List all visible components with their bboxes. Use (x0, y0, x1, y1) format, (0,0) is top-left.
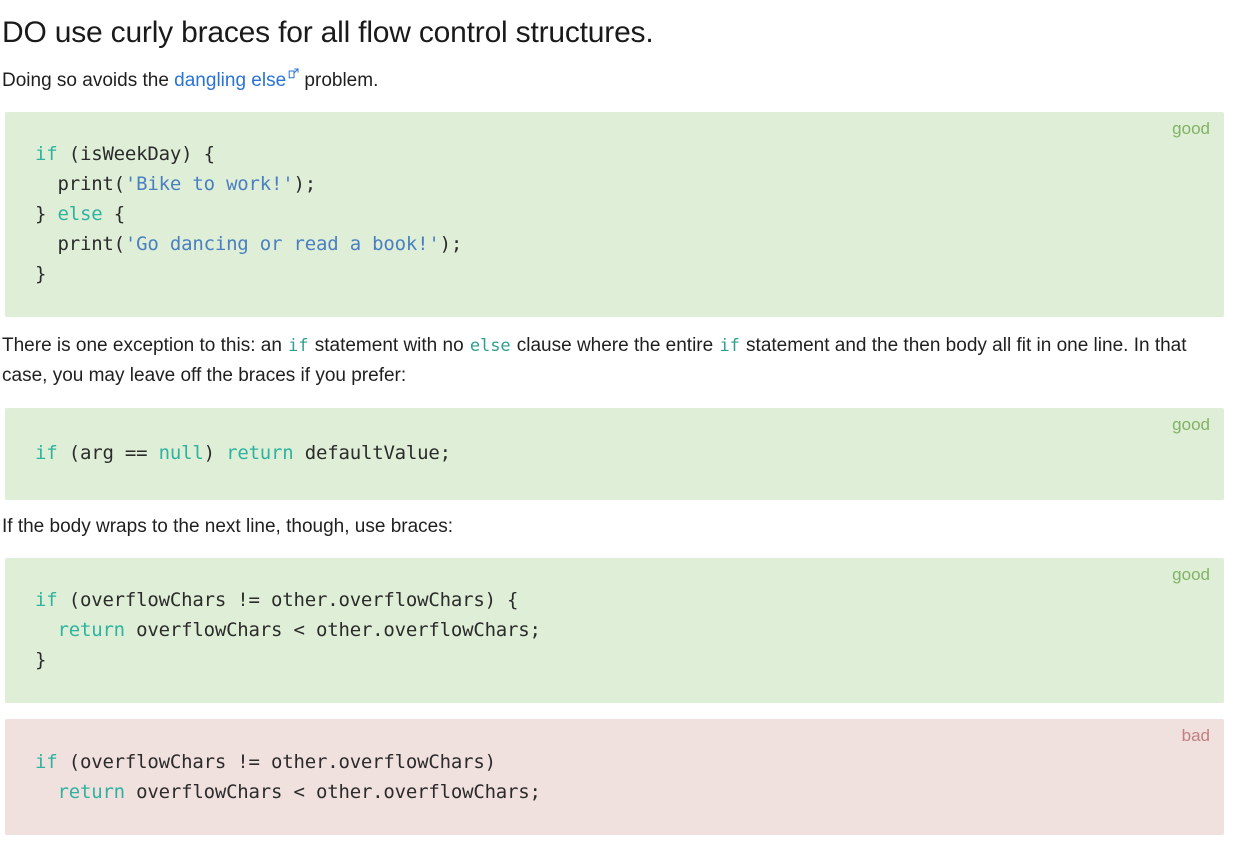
code-token-pl: ); (293, 172, 317, 195)
code-token-kw: return (226, 441, 294, 464)
exception-text-3: clause where the entire (511, 334, 719, 356)
code-token-pl: print( (35, 232, 125, 255)
code-token-pl: defaultValue; (293, 441, 451, 464)
code-token-str: 'Bike to work!' (124, 172, 294, 195)
code-token-pl: overflowChars < other.overflowChars; (124, 781, 541, 804)
intro-paragraph: Doing so avoids the dangling else proble… (0, 52, 1230, 96)
quality-label-bad: bad (1181, 726, 1210, 746)
code-content: if (overflowChars != other.overflowChars… (35, 747, 1204, 807)
code-content: if (isWeekDay) { print('Bike to work!');… (35, 139, 1204, 289)
code-block-good-3: good if (overflowChars != other.overflow… (5, 558, 1224, 704)
code-token-pl: (overflowChars != other.overflowChars) { (57, 589, 519, 612)
code-token-kw: if (35, 751, 58, 774)
code-token-pl: (isWeekDay) { (57, 142, 215, 165)
code-token-pl: { (102, 202, 125, 225)
exception-text-4: statement and the then body all fit in o… (2, 334, 1187, 387)
code-token-pl: } (35, 262, 47, 285)
exception-text-2: statement with no (309, 334, 469, 356)
inline-code-else: else (469, 335, 511, 356)
intro-text-after: problem. (299, 69, 379, 91)
inline-code-if-2: if (719, 335, 740, 356)
code-token-pl: ); (439, 232, 463, 255)
code-content: if (overflowChars != other.overflowChars… (35, 585, 1204, 675)
code-token-kw: null (158, 441, 204, 464)
dangling-else-link[interactable]: dangling else (174, 70, 286, 91)
code-block-good-2: good if (arg == null) return defaultValu… (5, 407, 1224, 500)
quality-label-good: good (1172, 414, 1210, 434)
code-block-bad-1: bad if (overflowChars != other.overflowC… (5, 719, 1224, 836)
code-token-kw: if (35, 142, 58, 165)
code-token-kw: return (57, 781, 125, 804)
exception-text-1: There is one exception to this: an (2, 334, 288, 356)
page-title: DO use curly braces for all flow control… (2, 16, 654, 49)
quality-label-good: good (1172, 565, 1210, 585)
inline-code-if-1: if (288, 335, 309, 356)
code-token-pl: (overflowChars != other.overflowChars) (57, 751, 496, 774)
exception-paragraph: There is one exception to this: an if st… (0, 317, 1230, 392)
quality-label-good: good (1172, 118, 1210, 138)
code-token-pl: print( (35, 172, 125, 195)
code-token-pl (35, 781, 57, 803)
code-content: if (arg == null) return defaultValue; (35, 438, 1204, 468)
code-token-str: 'Go dancing or read a book!' (124, 232, 440, 255)
code-token-pl: } (35, 202, 58, 225)
wrap-paragraph: If the body wraps to the next line, thou… (2, 515, 453, 537)
code-token-kw: if (35, 441, 58, 464)
code-token-kw: if (35, 589, 58, 612)
code-token-pl: overflowChars < other.overflowChars; (124, 619, 541, 642)
code-token-pl: ) (203, 441, 227, 464)
guidelines-page: DO use curly braces for all flow control… (0, 16, 1230, 836)
intro-text-before: Doing so avoids the (2, 69, 175, 91)
code-block-good-1: good if (isWeekDay) { print('Bike to wor… (5, 111, 1224, 317)
external-link-icon (288, 68, 299, 79)
code-token-pl: (arg == (57, 441, 159, 464)
code-token-pl: } (35, 649, 47, 672)
code-token-pl (35, 619, 57, 641)
link-label: dangling else (174, 69, 287, 91)
code-token-kw: return (57, 619, 125, 642)
code-token-kw: else (57, 202, 103, 225)
